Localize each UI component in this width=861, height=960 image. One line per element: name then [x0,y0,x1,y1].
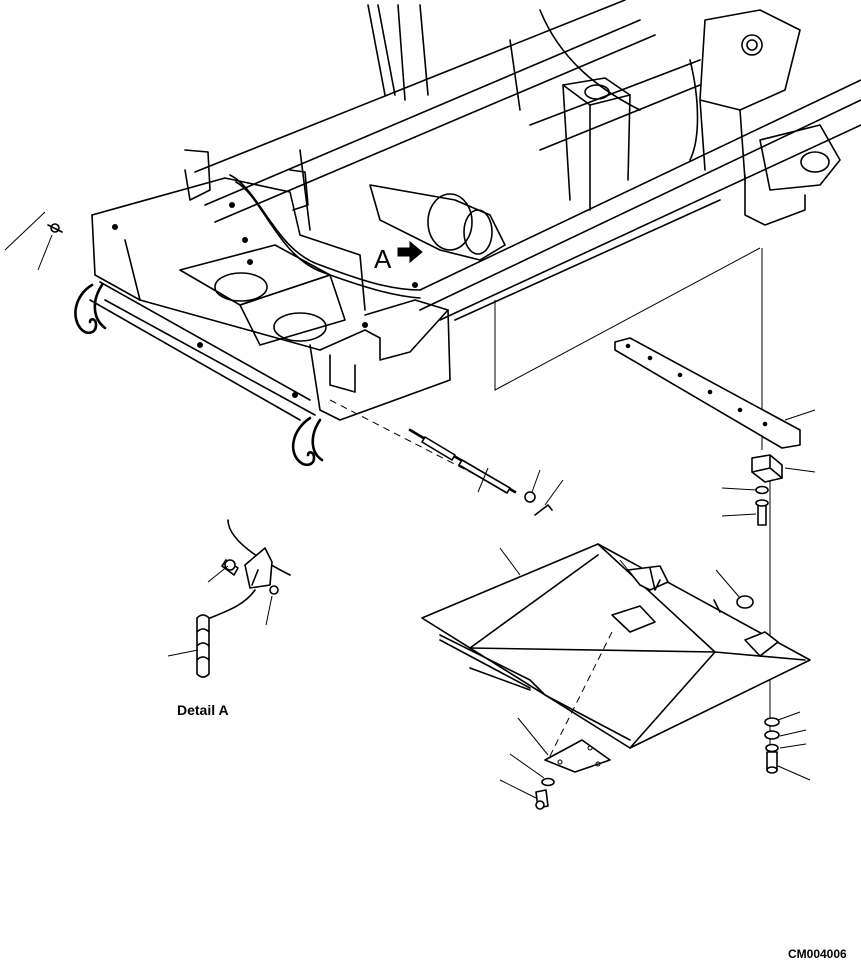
right-arrow-icon [397,240,423,264]
under-cover-plate [421,543,811,749]
main-frame [47,0,861,467]
extension-lines [329,247,771,760]
detail-a-caption: Detail A [177,702,229,718]
rear-cover-strip [614,337,801,449]
view-a-label: A [374,244,392,274]
triangle-bracket [535,631,613,810]
spacer-block [751,454,783,526]
view-a-marker: A [374,240,423,274]
leader-lines [4,211,816,799]
pin-rod [408,428,553,516]
drawing-code: CM004006 [788,947,847,960]
detail-a: Detail A [167,519,291,718]
right-bolt-stack [764,717,780,774]
